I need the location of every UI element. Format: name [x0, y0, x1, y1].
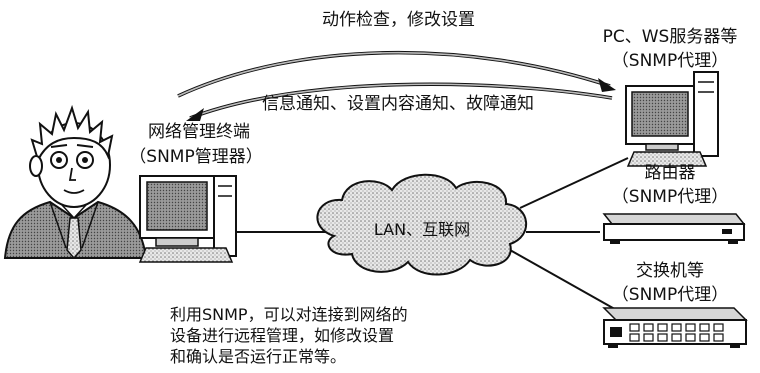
description-line: 利用SNMP，可以对连接到网络的: [170, 305, 408, 324]
network-label: LAN、互联网: [373, 220, 471, 239]
router-role: （SNMP代理）: [611, 187, 729, 207]
router-name: 路由器: [644, 163, 696, 183]
command-arrow-label: 动作检查，修改设置: [322, 10, 475, 30]
manager-role: （SNMP管理器）: [129, 147, 263, 167]
command-arrow: [177, 50, 616, 98]
switch-role: （SNMP代理）: [611, 285, 729, 305]
switch-name: 交换机等: [636, 261, 704, 281]
description-line: 设备进行远程管理，如修改设置: [170, 326, 395, 345]
description-line: 和确认是否运行正常等。: [170, 347, 347, 366]
server-computer: [625, 71, 719, 167]
manager-computer: [138, 175, 237, 263]
manager-name: 网络管理终端: [148, 122, 250, 142]
notification-arrow-label: 信息通知、设置内容通知、故障通知: [262, 94, 534, 114]
snmp-description: 利用SNMP，可以对连接到网络的 设备进行远程管理，如修改设置 和确认是否运行正…: [170, 304, 408, 367]
notification-arrow: [186, 82, 613, 121]
router-device: [602, 213, 746, 244]
network-cloud: [316, 173, 528, 276]
server-role: （SNMP代理）: [611, 51, 729, 71]
server-name: PC、WS服务器等: [602, 27, 738, 47]
network-links: [232, 157, 629, 313]
switch-device: [602, 307, 748, 348]
administrator-figure: [3, 104, 148, 260]
